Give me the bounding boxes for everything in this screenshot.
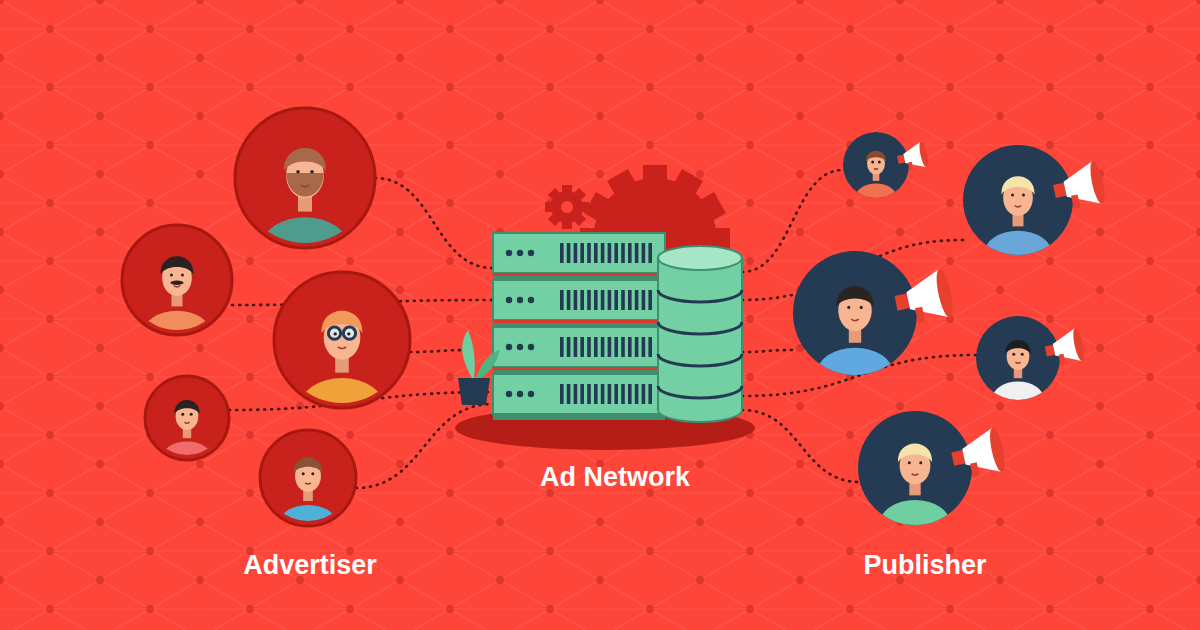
megaphone bbox=[1050, 160, 1108, 213]
database-cylinder bbox=[658, 246, 742, 422]
advertiser-avatar bbox=[260, 430, 356, 545]
group-label: Advertiser bbox=[243, 550, 377, 581]
dotted-wire bbox=[742, 170, 843, 272]
dotted-wire bbox=[356, 404, 493, 488]
megaphone bbox=[948, 426, 1008, 481]
megaphone bbox=[895, 141, 930, 173]
dotted-wire bbox=[410, 350, 470, 352]
publisher-avatar bbox=[976, 316, 1086, 417]
dotted-wire bbox=[742, 410, 860, 482]
group-label: Publisher bbox=[863, 550, 986, 581]
publisher-avatar bbox=[843, 132, 930, 211]
rack-unit bbox=[493, 374, 665, 420]
rack-unit bbox=[493, 327, 665, 373]
rack-unit bbox=[493, 233, 665, 279]
publisher-avatar bbox=[963, 145, 1107, 277]
megaphone bbox=[891, 268, 956, 328]
dotted-wire bbox=[742, 350, 793, 352]
publisher-avatar bbox=[858, 411, 1008, 548]
megaphone bbox=[1042, 327, 1086, 368]
publisher-avatar bbox=[793, 251, 956, 400]
advertiser-avatar bbox=[274, 272, 410, 435]
rack-unit bbox=[493, 280, 665, 326]
dotted-wire bbox=[375, 178, 493, 268]
plant bbox=[458, 330, 500, 405]
server-illustration bbox=[455, 165, 755, 450]
avatars bbox=[122, 108, 1107, 548]
group-label: Ad Network bbox=[540, 462, 690, 493]
advertiser-avatar bbox=[122, 225, 232, 357]
advertiser-avatar bbox=[235, 108, 375, 276]
advertiser-avatar bbox=[145, 376, 229, 477]
